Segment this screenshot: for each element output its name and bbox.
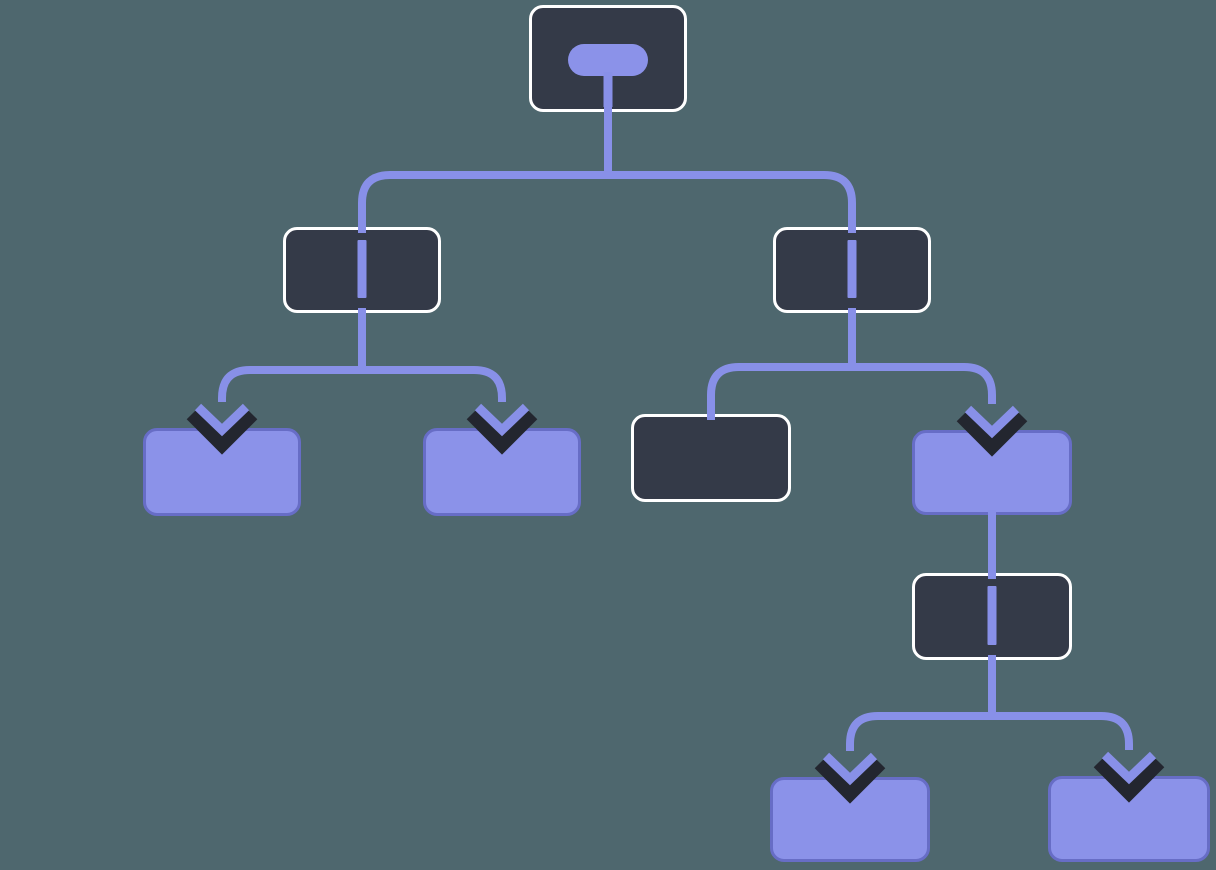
node-sub-branch[interactable] [912,573,1072,660]
connector-edge [218,366,506,402]
node-leaf-1[interactable] [143,428,301,516]
node-root[interactable] [529,5,687,112]
pill-stem [603,72,613,107]
node-leaf-2[interactable] [423,428,581,516]
chevron-accent [1101,751,1157,785]
divider-line-icon [987,586,997,645]
connector-edge [358,171,856,233]
connector-edge [707,363,996,420]
node-mid[interactable] [912,430,1072,515]
node-leaf-dark[interactable] [631,414,791,502]
chevron-accent [822,752,878,786]
divider-line-icon [847,240,857,298]
node-leaf-4[interactable] [1048,776,1210,862]
chevron-accent [194,403,250,437]
chevron-accent [474,403,530,437]
connector-edge [846,712,1133,751]
divider-line-icon [357,240,367,298]
node-branch-left[interactable] [283,227,441,313]
node-branch-right[interactable] [773,227,931,313]
node-leaf-3[interactable] [770,777,930,862]
chevron-accent [964,405,1020,439]
pill-anchor-icon [568,44,648,76]
